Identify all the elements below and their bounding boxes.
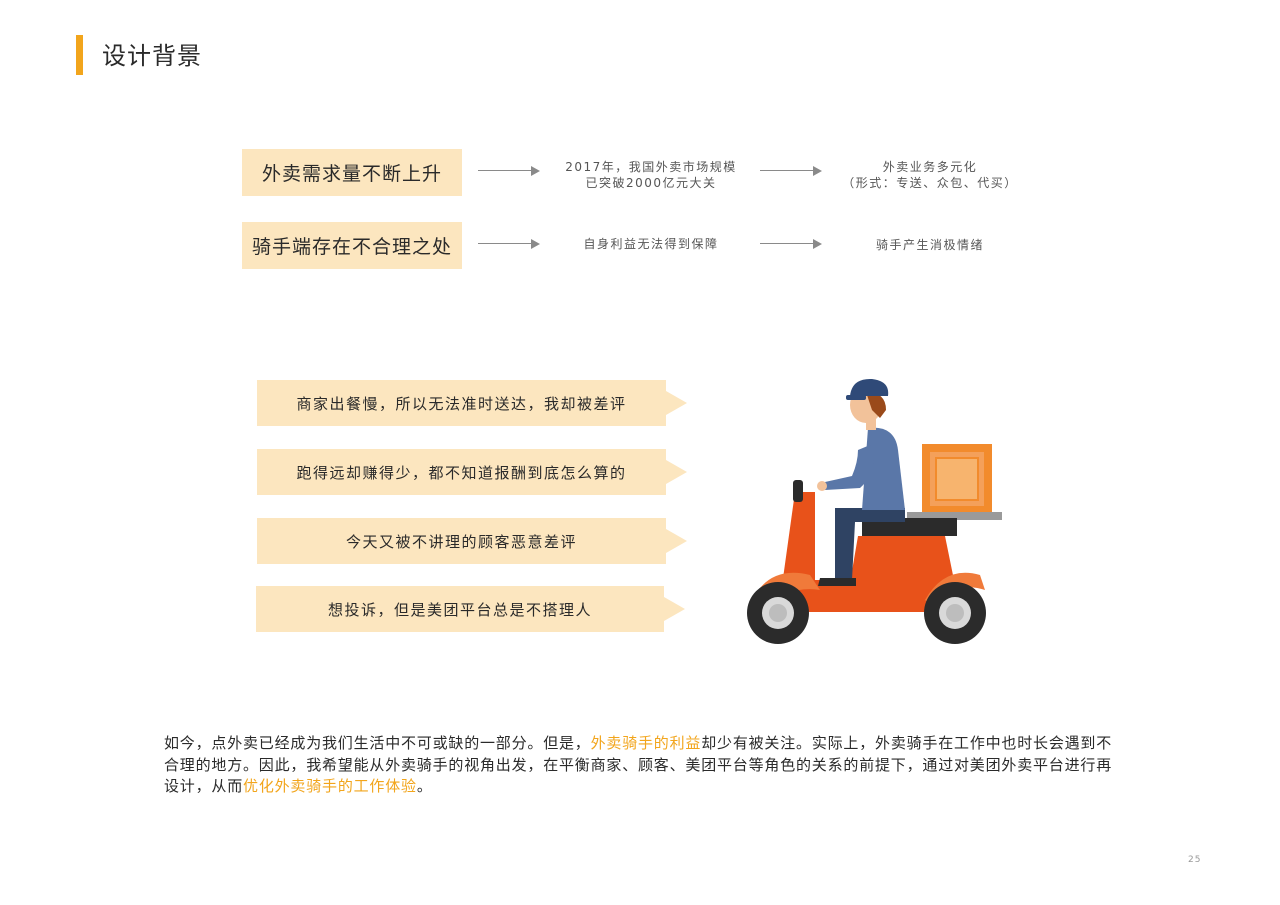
flow-middle-market: 2017年，我国外卖市场规模 已突破2000亿元大关	[540, 159, 762, 191]
quote-bubble: 想投诉，但是美团平台总是不搭理人	[256, 586, 685, 632]
intro-paragraph: 如今，点外卖已经成为我们生活中不可或缺的一部分。但是，外卖骑手的利益却少有被关注…	[164, 733, 1114, 798]
quote-text: 想投诉，但是美团平台总是不搭理人	[327, 600, 592, 619]
paragraph-highlight: 优化外卖骑手的工作体验	[243, 777, 417, 795]
delivery-rider-on-scooter-icon	[747, 378, 1002, 644]
arrow-icon	[478, 166, 540, 176]
flow-result-line: （形式：专送、众包、代买）	[842, 176, 1018, 190]
arrow-icon	[478, 239, 540, 249]
flow-cause-rider: 骑手端存在不合理之处	[242, 222, 462, 269]
paragraph-text: 。	[416, 777, 433, 795]
quote-text: 今天又被不讲理的顾客恶意差评	[345, 532, 577, 551]
quote-text: 跑得远却赚得少，都不知道报酬到底怎么算的	[296, 463, 627, 482]
flow-middle-interest: 自身利益无法得到保障	[583, 237, 719, 251]
quote-bubble: 跑得远却赚得少，都不知道报酬到底怎么算的	[257, 449, 687, 495]
flow-middle-line: 2017年，我国外卖市场规模	[565, 160, 737, 174]
page-title: 设计背景	[102, 42, 202, 70]
title-accent-bar	[76, 35, 83, 75]
quote-bubble: 今天又被不讲理的顾客恶意差评	[257, 518, 687, 564]
flow-result-diversify: 外卖业务多元化 （形式：专送、众包、代买）	[822, 159, 1038, 191]
arrow-icon	[760, 239, 822, 249]
paragraph-text: 如今，点外卖已经成为我们生活中不可或缺的一部分。但是，	[164, 734, 591, 752]
paragraph-highlight: 外卖骑手的利益	[590, 734, 702, 752]
flow-result-negative: 骑手产生消极情绪	[875, 238, 984, 252]
arrow-icon	[760, 166, 822, 176]
flow-cause-demand: 外卖需求量不断上升	[242, 149, 462, 196]
flow-result-line: 外卖业务多元化	[882, 160, 978, 174]
quote-bubble: 商家出餐慢，所以无法准时送达，我却被差评	[257, 380, 687, 426]
flow-middle-line: 已突破2000亿元大关	[585, 176, 717, 190]
paragraph-text: 却少有被关注。实际上，外卖骑手在工作中也时长会遇到不合理的地方。因此，我希望能从…	[164, 734, 1113, 795]
quote-text: 商家出餐慢，所以无法准时送达，我却被差评	[296, 394, 627, 413]
page-number: 25	[1188, 855, 1202, 865]
